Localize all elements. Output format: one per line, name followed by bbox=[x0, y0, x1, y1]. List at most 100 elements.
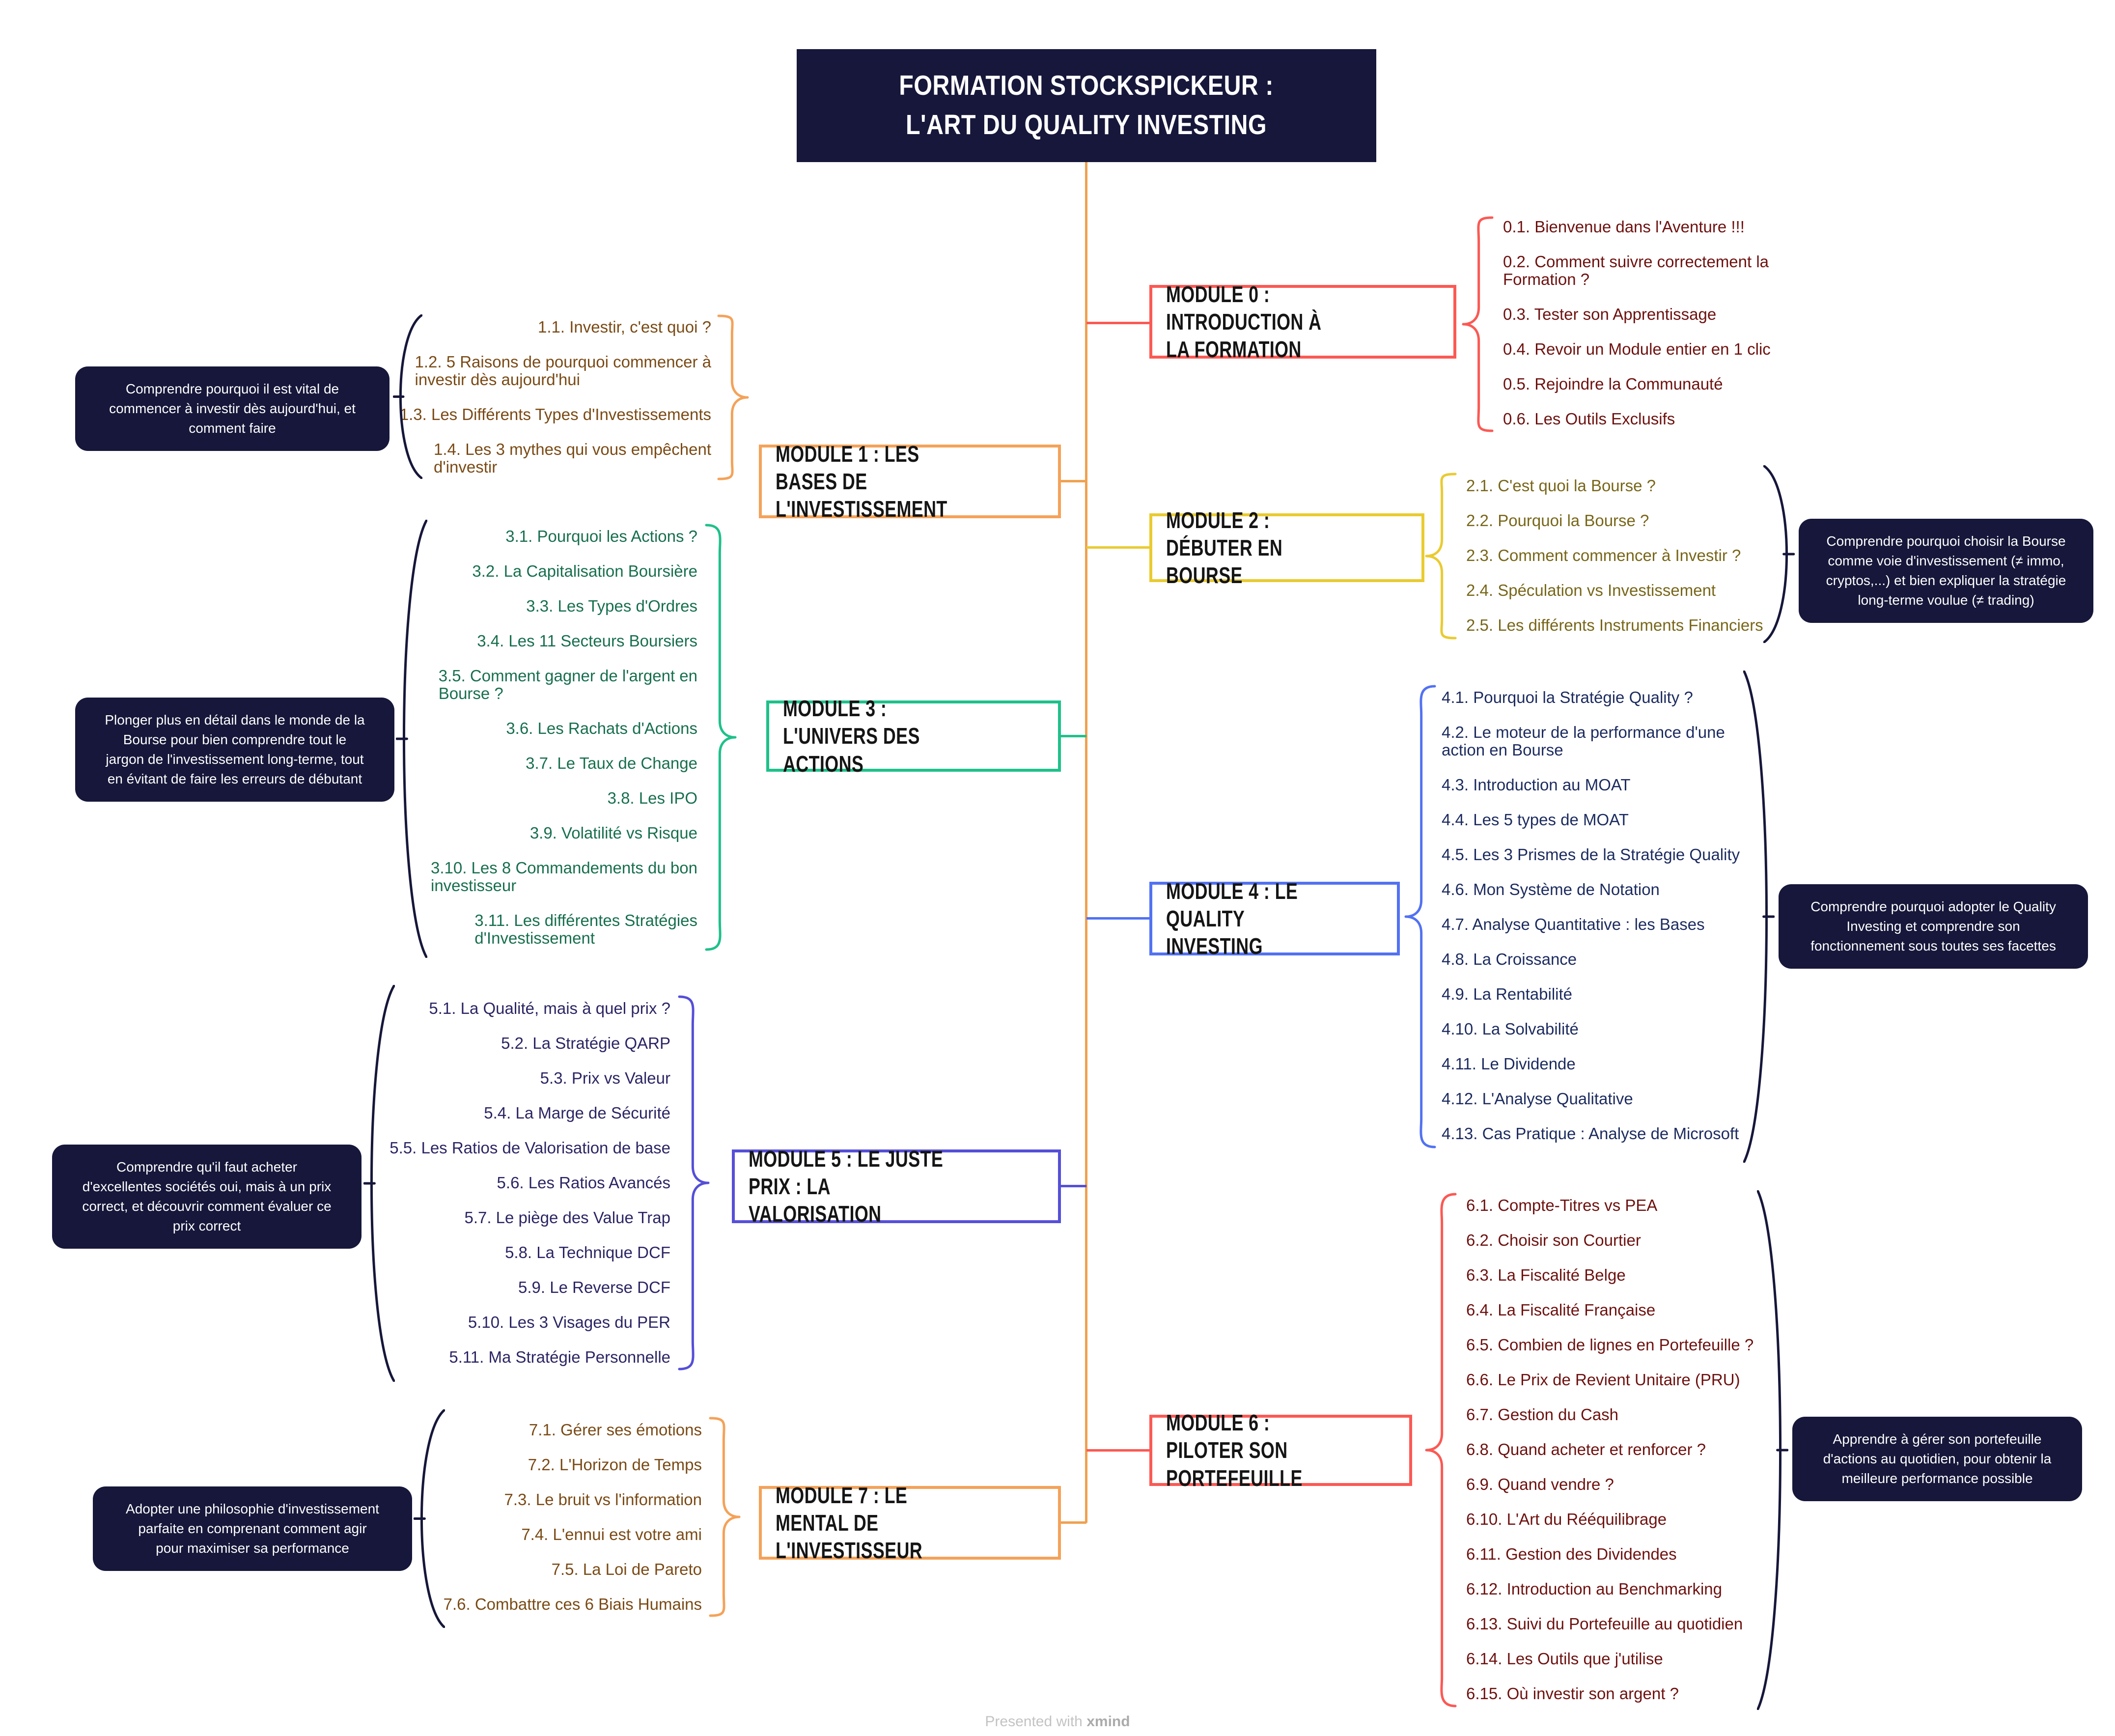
subtopic[interactable]: 4.7. Analyse Quantitative : les Bases bbox=[1442, 915, 1705, 933]
subtopic[interactable]: 6.11. Gestion des Dividendes bbox=[1466, 1545, 1677, 1563]
note-connector-module-3 bbox=[395, 519, 428, 958]
subtopic[interactable]: 7.3. Le bruit vs l'information bbox=[504, 1490, 702, 1509]
subtopic[interactable]: 6.14. Les Outils que j'utilise bbox=[1466, 1650, 1663, 1668]
module-6-title: MODULE 6 : PILOTER SON PORTEFEUILLE bbox=[1166, 1410, 1303, 1491]
subtopic[interactable]: 6.12. Introduction au Benchmarking bbox=[1466, 1580, 1722, 1598]
note-module-6[interactable]: Apprendre à gérer son portefeuille d'act… bbox=[1792, 1417, 2082, 1501]
subtopic[interactable]: 7.1. Gérer ses émotions bbox=[529, 1421, 702, 1439]
subtopic[interactable]: 4.3. Introduction au MOAT bbox=[1442, 776, 1631, 794]
subtopic[interactable]: 6.15. Où investir son argent ? bbox=[1466, 1684, 1679, 1703]
subtopic[interactable]: 5.1. La Qualité, mais à quel prix ? bbox=[429, 999, 670, 1017]
subtopic[interactable]: 3.2. La Capitalisation Boursière bbox=[472, 562, 697, 580]
module-3-topic[interactable]: MODULE 3 : L'UNIVERS DES ACTIONS bbox=[766, 696, 1067, 778]
module-3-items: 3.1. Pourquoi les Actions ? 3.2. La Capi… bbox=[431, 528, 697, 947]
subtopic[interactable]: 6.9. Quand vendre ? bbox=[1466, 1475, 1614, 1493]
central-topic-title: FORMATION STOCKSPICKEUR : L'ART DU QUALI… bbox=[899, 70, 1274, 140]
central-topic[interactable]: FORMATION STOCKSPICKEUR : L'ART DU QUALI… bbox=[797, 49, 1385, 171]
subtopic[interactable]: 3.11. Les différentes Stratégies d'Inves… bbox=[474, 911, 697, 947]
subtopic[interactable]: 6.10. L'Art du Rééquilibrage bbox=[1466, 1510, 1667, 1528]
subtopic[interactable]: 2.5. Les différents Instruments Financie… bbox=[1466, 616, 1763, 634]
subtopic[interactable]: 0.2. Comment suivre correctement la Form… bbox=[1503, 252, 1769, 288]
module-3-title: MODULE 3 : L'UNIVERS DES ACTIONS bbox=[783, 696, 920, 777]
module-5-topic[interactable]: MODULE 5 : LE JUSTE PRIX : LA VALORISATI… bbox=[732, 1146, 1067, 1229]
subtopic[interactable]: 3.3. Les Types d'Ordres bbox=[526, 597, 697, 615]
subtopic[interactable]: 5.9. Le Reverse DCF bbox=[518, 1278, 670, 1296]
note-module-7[interactable]: Adopter une philosophie d'investissement… bbox=[93, 1486, 412, 1571]
subtopic[interactable]: 1.4. Les 3 mythes qui vous empêchent d'i… bbox=[434, 440, 711, 476]
subtopic[interactable]: 2.4. Spéculation vs Investissement bbox=[1466, 581, 1716, 599]
subtopic[interactable]: 6.4. La Fiscalité Française bbox=[1466, 1301, 1656, 1319]
subtopic[interactable]: 4.4. Les 5 types de MOAT bbox=[1442, 811, 1629, 829]
subtopic[interactable]: 6.3. La Fiscalité Belge bbox=[1466, 1266, 1626, 1284]
subtopic[interactable]: 5.3. Prix vs Valeur bbox=[540, 1069, 670, 1087]
subtopic[interactable]: 5.6. Les Ratios Avancés bbox=[497, 1174, 670, 1192]
subtopic[interactable]: 4.9. La Rentabilité bbox=[1442, 985, 1573, 1003]
note-module-2[interactable]: Comprendre pourquoi choisir la Bourse co… bbox=[1799, 519, 2093, 623]
subtopic[interactable]: 1.3. Les Différents Types d'Investisseme… bbox=[399, 405, 711, 423]
items-brace-module-0 bbox=[1461, 216, 1494, 432]
note-module-5[interactable]: Comprendre qu'il faut acheter d'excellen… bbox=[52, 1145, 362, 1249]
xmind-logo: xmind bbox=[1086, 1713, 1130, 1730]
subtopic[interactable]: 1.2. 5 Raisons de pourquoi commencer à i… bbox=[415, 353, 711, 389]
subtopic[interactable]: 2.3. Comment commencer à Investir ? bbox=[1466, 546, 1741, 564]
module-0-topic[interactable]: MODULE 0 : INTRODUCTION À LA FORMATION bbox=[1149, 281, 1462, 364]
branch-line-module-4 bbox=[1086, 917, 1149, 920]
module-6-topic[interactable]: MODULE 6 : PILOTER SON PORTEFEUILLE bbox=[1149, 1410, 1418, 1492]
note-module-4[interactable]: Comprendre pourquoi adopter le Quality I… bbox=[1779, 884, 2088, 969]
subtopic[interactable]: 6.8. Quand acheter et renforcer ? bbox=[1466, 1440, 1706, 1458]
subtopic[interactable]: 4.8. La Croissance bbox=[1442, 950, 1577, 968]
subtopic[interactable]: 5.2. La Stratégie QARP bbox=[501, 1034, 670, 1052]
module-4-topic[interactable]: MODULE 4 : LE QUALITY INVESTING bbox=[1149, 878, 1406, 961]
subtopic[interactable]: 3.9. Volatilité vs Risque bbox=[529, 824, 697, 842]
subtopic[interactable]: 7.6. Combattre ces 6 Biais Humains bbox=[443, 1595, 702, 1613]
note-module-1[interactable]: Comprendre pourquoi il est vital de comm… bbox=[75, 366, 390, 451]
subtopic[interactable]: 0.1. Bienvenue dans l'Aventure !!! bbox=[1503, 218, 1745, 236]
subtopic[interactable]: 0.4. Revoir un Module entier en 1 clic bbox=[1503, 340, 1771, 358]
subtopic[interactable]: 3.10. Les 8 Commandements du bon investi… bbox=[430, 859, 697, 895]
subtopic[interactable]: 5.8. La Technique DCF bbox=[505, 1243, 670, 1261]
module-2-topic[interactable]: MODULE 2 : DÉBUTER EN BOURSE bbox=[1149, 507, 1430, 588]
note-connector-module-4 bbox=[1743, 670, 1775, 1163]
subtopic[interactable]: 5.10. Les 3 Visages du PER bbox=[468, 1313, 670, 1331]
subtopic[interactable]: 3.6. Les Rachats d'Actions bbox=[506, 719, 697, 737]
subtopic[interactable]: 2.2. Pourquoi la Bourse ? bbox=[1466, 511, 1649, 530]
module-1-topic[interactable]: MODULE 1 : LES BASES DE L'INVESTISSEMENT bbox=[759, 441, 1067, 524]
subtopic[interactable]: 4.11. Le Dividende bbox=[1442, 1055, 1576, 1073]
subtopic[interactable]: 5.5. Les Ratios de Valorisation de base bbox=[390, 1139, 670, 1157]
subtopic[interactable]: 4.12. L'Analyse Qualitative bbox=[1442, 1090, 1633, 1108]
subtopic[interactable]: 3.8. Les IPO bbox=[607, 789, 697, 807]
items-brace-module-6 bbox=[1424, 1193, 1457, 1708]
subtopic[interactable]: 4.13. Cas Pratique : Analyse de Microsof… bbox=[1442, 1124, 1739, 1143]
subtopic[interactable]: 3.1. Pourquoi les Actions ? bbox=[505, 527, 697, 545]
subtopic[interactable]: 5.11. Ma Stratégie Personnelle bbox=[449, 1348, 670, 1366]
items-brace-module-4 bbox=[1404, 685, 1436, 1148]
subtopic[interactable]: 0.5. Rejoindre la Communauté bbox=[1503, 375, 1723, 393]
subtopic[interactable]: 0.3. Tester son Apprentissage bbox=[1503, 305, 1717, 323]
subtopic[interactable]: 3.4. Les 11 Secteurs Boursiers bbox=[477, 632, 697, 650]
subtopic[interactable]: 7.2. L'Horizon de Temps bbox=[528, 1456, 702, 1474]
subtopic[interactable]: 1.1. Investir, c'est quoi ? bbox=[538, 318, 711, 336]
subtopic[interactable]: 6.5. Combien de lignes en Portefeuille ? bbox=[1466, 1336, 1754, 1354]
subtopic[interactable]: 4.10. La Solvabilité bbox=[1442, 1020, 1579, 1038]
note-module-3[interactable]: Plonger plus en détail dans le monde de … bbox=[75, 698, 394, 802]
subtopic[interactable]: 6.1. Compte-Titres vs PEA bbox=[1466, 1196, 1658, 1214]
subtopic[interactable]: 6.2. Choisir son Courtier bbox=[1466, 1231, 1641, 1249]
subtopic[interactable]: 4.6. Mon Système de Notation bbox=[1442, 880, 1660, 898]
subtopic[interactable]: 6.7. Gestion du Cash bbox=[1466, 1405, 1619, 1424]
subtopic[interactable]: 4.1. Pourquoi la Stratégie Quality ? bbox=[1442, 688, 1693, 706]
subtopic[interactable]: 7.4. L'ennui est votre ami bbox=[521, 1525, 702, 1543]
items-brace-module-1 bbox=[717, 314, 750, 480]
subtopic[interactable]: 6.13. Suivi du Portefeuille au quotidien bbox=[1466, 1615, 1743, 1633]
subtopic[interactable]: 6.6. Le Prix de Revient Unitaire (PRU) bbox=[1466, 1371, 1740, 1389]
subtopic[interactable]: 7.5. La Loi de Pareto bbox=[551, 1560, 702, 1578]
module-7-topic[interactable]: MODULE 7 : LE MENTAL DE L'INVESTISSEUR bbox=[759, 1483, 1067, 1566]
subtopic[interactable]: 5.4. La Marge de Sécurité bbox=[484, 1104, 670, 1122]
subtopic[interactable]: 4.5. Les 3 Prismes de la Stratégie Quali… bbox=[1442, 845, 1740, 864]
subtopic[interactable]: 2.1. C'est quoi la Bourse ? bbox=[1466, 476, 1656, 495]
subtopic[interactable]: 0.6. Les Outils Exclusifs bbox=[1503, 410, 1675, 428]
subtopic[interactable]: 4.2. Le moteur de la performance d'une a… bbox=[1442, 723, 1725, 759]
subtopic[interactable]: 3.7. Le Taux de Change bbox=[526, 754, 697, 772]
subtopic[interactable]: 5.7. Le piège des Value Trap bbox=[464, 1208, 670, 1227]
subtopic[interactable]: 3.5. Comment gagner de l'argent en Bours… bbox=[438, 667, 697, 702]
